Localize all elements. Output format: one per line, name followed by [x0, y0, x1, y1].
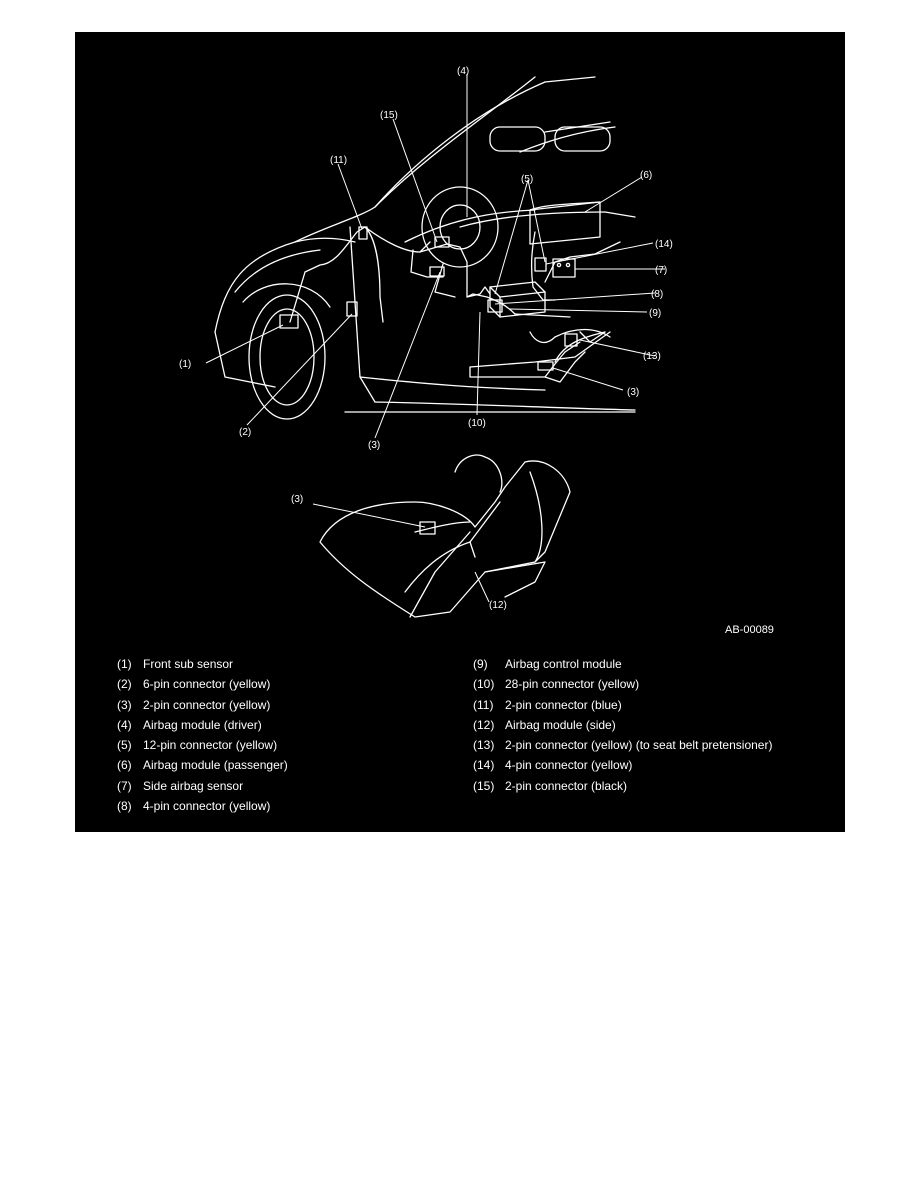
- legend-label: 12-pin connector (yellow): [143, 738, 278, 753]
- legend-number: (15): [473, 778, 495, 793]
- legend-label: Side airbag sensor: [143, 778, 244, 793]
- legend-label: 2-pin connector (blue): [505, 697, 622, 712]
- legend-item: (13) 2-pin connector (yellow) (to seat be…: [473, 735, 772, 755]
- legend-column-right: (9) Airbag control module (10) 28-pin conn…: [473, 654, 772, 796]
- legend-label: 2-pin connector (black): [505, 778, 628, 793]
- callout-9: (9): [649, 308, 661, 319]
- legend-item: (5) 12-pin connector (yellow): [117, 735, 288, 755]
- legend-item: (7) Side airbag sensor: [117, 776, 288, 796]
- legend-item: (14) 4-pin connector (yellow): [473, 755, 772, 775]
- legend-item: (8) 4-pin connector (yellow): [117, 796, 288, 816]
- airbag-system-diagram: (1) (2) (3) (4) (5) (6) (7) (8) (9) (10)…: [179, 66, 774, 636]
- figure-id: AB-00089: [725, 624, 774, 636]
- callout-3-front: (3): [368, 440, 380, 451]
- callout-11: (11): [330, 155, 347, 166]
- front-wheel: [242, 283, 331, 420]
- legend-label: Airbag control module: [505, 657, 622, 671]
- legend-label: Airbag module (driver): [143, 717, 262, 732]
- callout-13: (13): [643, 351, 661, 362]
- legend-number: (11): [473, 697, 494, 712]
- callout-15: (15): [380, 110, 398, 121]
- callout-5: (5): [521, 174, 533, 185]
- legend-label: 4-pin connector (yellow): [143, 799, 271, 814]
- steering-wheel: [421, 186, 499, 298]
- legend-number: (5): [117, 738, 132, 753]
- wiring-harness: [289, 226, 621, 383]
- callout-3-seat: (3): [291, 494, 303, 505]
- side-airbag-sensor-shape: [552, 258, 576, 278]
- legend-number: (3): [117, 697, 132, 712]
- legend-item: (6) Airbag module (passenger): [117, 755, 288, 775]
- connector-shapes: [279, 226, 578, 371]
- legend-label: 2-pin connector (yellow) (to seat belt p…: [505, 738, 773, 753]
- callout-8: (8): [651, 289, 663, 300]
- legend-column-left: (1) Front sub sensor (2) 6-pin connector (…: [117, 654, 288, 816]
- legend-item: (3) 2-pin connector (yellow): [117, 695, 288, 715]
- legend-number: (12): [473, 717, 495, 732]
- legend-item: (9) Airbag control module: [473, 654, 772, 674]
- legend-item: (15) 2-pin connector (black): [473, 776, 772, 796]
- legend-label: 6-pin connector (yellow): [143, 677, 271, 692]
- legend-label: 4-pin connector (yellow): [505, 758, 633, 773]
- legend-number: (10): [473, 677, 495, 692]
- passenger-airbag-module: [529, 201, 601, 245]
- sun-visors: [489, 121, 611, 152]
- legend-label: Front sub sensor: [143, 657, 234, 671]
- seat-drawing: [319, 454, 571, 618]
- legend: (1) Front sub sensor (2) 6-pin connector (…: [117, 654, 837, 824]
- legend-number: (6): [117, 758, 132, 773]
- legend-label: 2-pin connector (yellow): [143, 697, 271, 712]
- legend-number: (1): [117, 657, 132, 671]
- legend-number: (9): [473, 657, 488, 671]
- leader-lines: [205, 74, 665, 603]
- callout-1: (1): [179, 359, 191, 370]
- callout-7: (7): [655, 265, 667, 276]
- legend-label: 28-pin connector (yellow): [505, 677, 640, 692]
- legend-number: (7): [117, 778, 132, 793]
- legend-label: Airbag module (side): [505, 717, 616, 732]
- callout-10: (10): [468, 418, 486, 429]
- legend-item: (4) Airbag module (driver): [117, 715, 288, 735]
- legend-item: (11) 2-pin connector (blue): [473, 695, 772, 715]
- legend-label: Airbag module (passenger): [143, 758, 288, 773]
- diagram-panel: (1) (2) (3) (4) (5) (6) (7) (8) (9) (10)…: [75, 32, 845, 832]
- legend-number: (8): [117, 799, 132, 814]
- legend-number: (2): [117, 677, 132, 692]
- callout-3-floor: (3): [627, 387, 639, 398]
- callout-6: (6): [640, 170, 652, 181]
- legend-number: (14): [473, 758, 495, 773]
- car-body-outline: [214, 76, 636, 413]
- callout-2: (2): [239, 427, 251, 438]
- legend-item: (12) Airbag module (side): [473, 715, 772, 735]
- legend-number: (13): [473, 738, 495, 753]
- callout-4: (4): [457, 66, 469, 77]
- legend-number: (4): [117, 717, 132, 732]
- legend-item: (2) 6-pin connector (yellow): [117, 674, 288, 694]
- callout-14: (14): [655, 239, 673, 250]
- legend-item: (10) 28-pin connector (yellow): [473, 674, 772, 694]
- legend-item: (1) Front sub sensor: [117, 654, 288, 674]
- callout-12: (12): [489, 600, 507, 611]
